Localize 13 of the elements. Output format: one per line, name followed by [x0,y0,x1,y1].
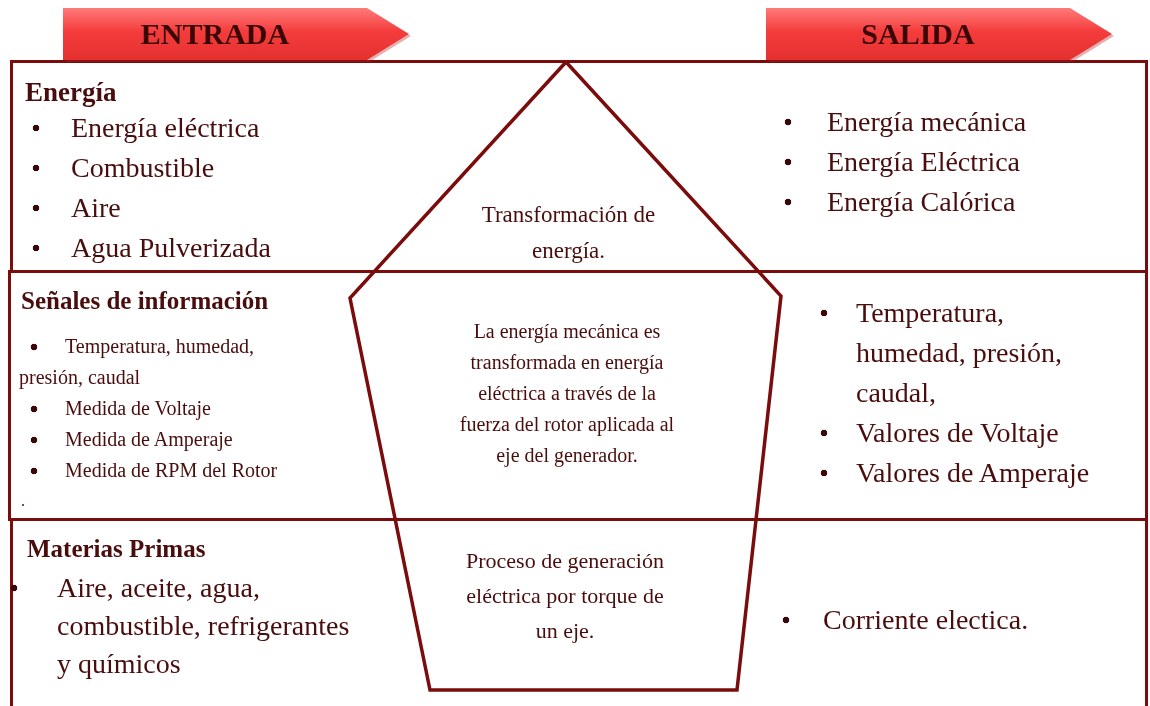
chevron-banner [63,8,411,60]
section-heading: SALIDA [860,16,976,52]
process-text: La energía mecánica es transformada en energía eléctrica a través de la fuerza del rotor aplicada al eje del generador. [458,319,676,469]
chevron-banner [766,8,1114,60]
list-text: . [21,491,26,511]
section-heading: Energía [25,76,118,109]
row-band [8,270,1148,521]
section-heading: ENTRADA [139,16,291,52]
section-heading: Señales de información [21,286,270,316]
row-band [10,60,1148,273]
process-text: Transformación de energía. [480,201,657,265]
process-text: Proceso de generación eléctrica por torque de un eje. [465,547,665,645]
section-heading: Materias Primas [27,534,207,564]
